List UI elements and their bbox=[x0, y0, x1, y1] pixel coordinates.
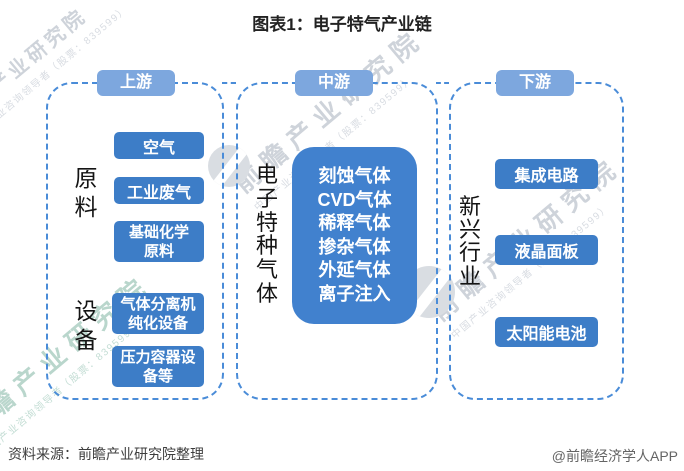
node-integrated-circuits: 集成电路 bbox=[495, 159, 598, 189]
node-gas-separation-purification-equipment: 气体分离机 纯化设备 bbox=[112, 293, 204, 334]
gas-type-doping: 掺杂气体 bbox=[318, 236, 391, 257]
node-lcd-panels: 液晶面板 bbox=[495, 235, 598, 265]
midstream-header-badge: 中游 bbox=[295, 70, 373, 96]
raw-materials-label: 原料 bbox=[74, 166, 98, 220]
data-source-note: 资料来源：前瞻产业研究院整理 bbox=[8, 446, 204, 462]
gas-type-cvd: CVD气体 bbox=[317, 189, 392, 210]
gas-type-epitaxy: 外延气体 bbox=[318, 260, 391, 280]
node-pressure-vessel-equipment: 压力容器设 备等 bbox=[112, 346, 204, 387]
gas-type-dilution: 稀释气体 bbox=[318, 213, 391, 233]
panel-connector-line bbox=[222, 82, 236, 84]
gas-type-ion-implantation: 离子注入 bbox=[318, 283, 391, 304]
gas-type-etching: 刻蚀气体 bbox=[318, 166, 391, 186]
app-credit: @前瞻经济学人APP bbox=[551, 448, 678, 464]
electronic-specialty-gas-label: 电子特种气体 bbox=[255, 162, 278, 306]
downstream-header-badge: 下游 bbox=[496, 70, 574, 96]
node-solar-cells: 太阳能电池 bbox=[495, 317, 598, 347]
equipment-label: 设备 bbox=[74, 299, 98, 353]
upstream-header-badge: 上游 bbox=[97, 70, 175, 96]
node-air: 空气 bbox=[114, 132, 204, 159]
node-industrial-waste-gas: 工业废气 bbox=[114, 177, 204, 204]
gas-types-box: 刻蚀气体 CVD气体 稀释气体 掺杂气体 外延气体 离子注入 bbox=[292, 147, 417, 324]
node-basic-chemical-materials: 基础化学 原料 bbox=[114, 221, 204, 262]
panel-connector-line bbox=[436, 82, 449, 84]
qianzhan-logo-watermark-icon bbox=[208, 145, 250, 187]
page-title: 图表1：电子特气产业链 bbox=[252, 15, 432, 34]
emerging-industries-label: 新兴行业 bbox=[458, 194, 481, 289]
